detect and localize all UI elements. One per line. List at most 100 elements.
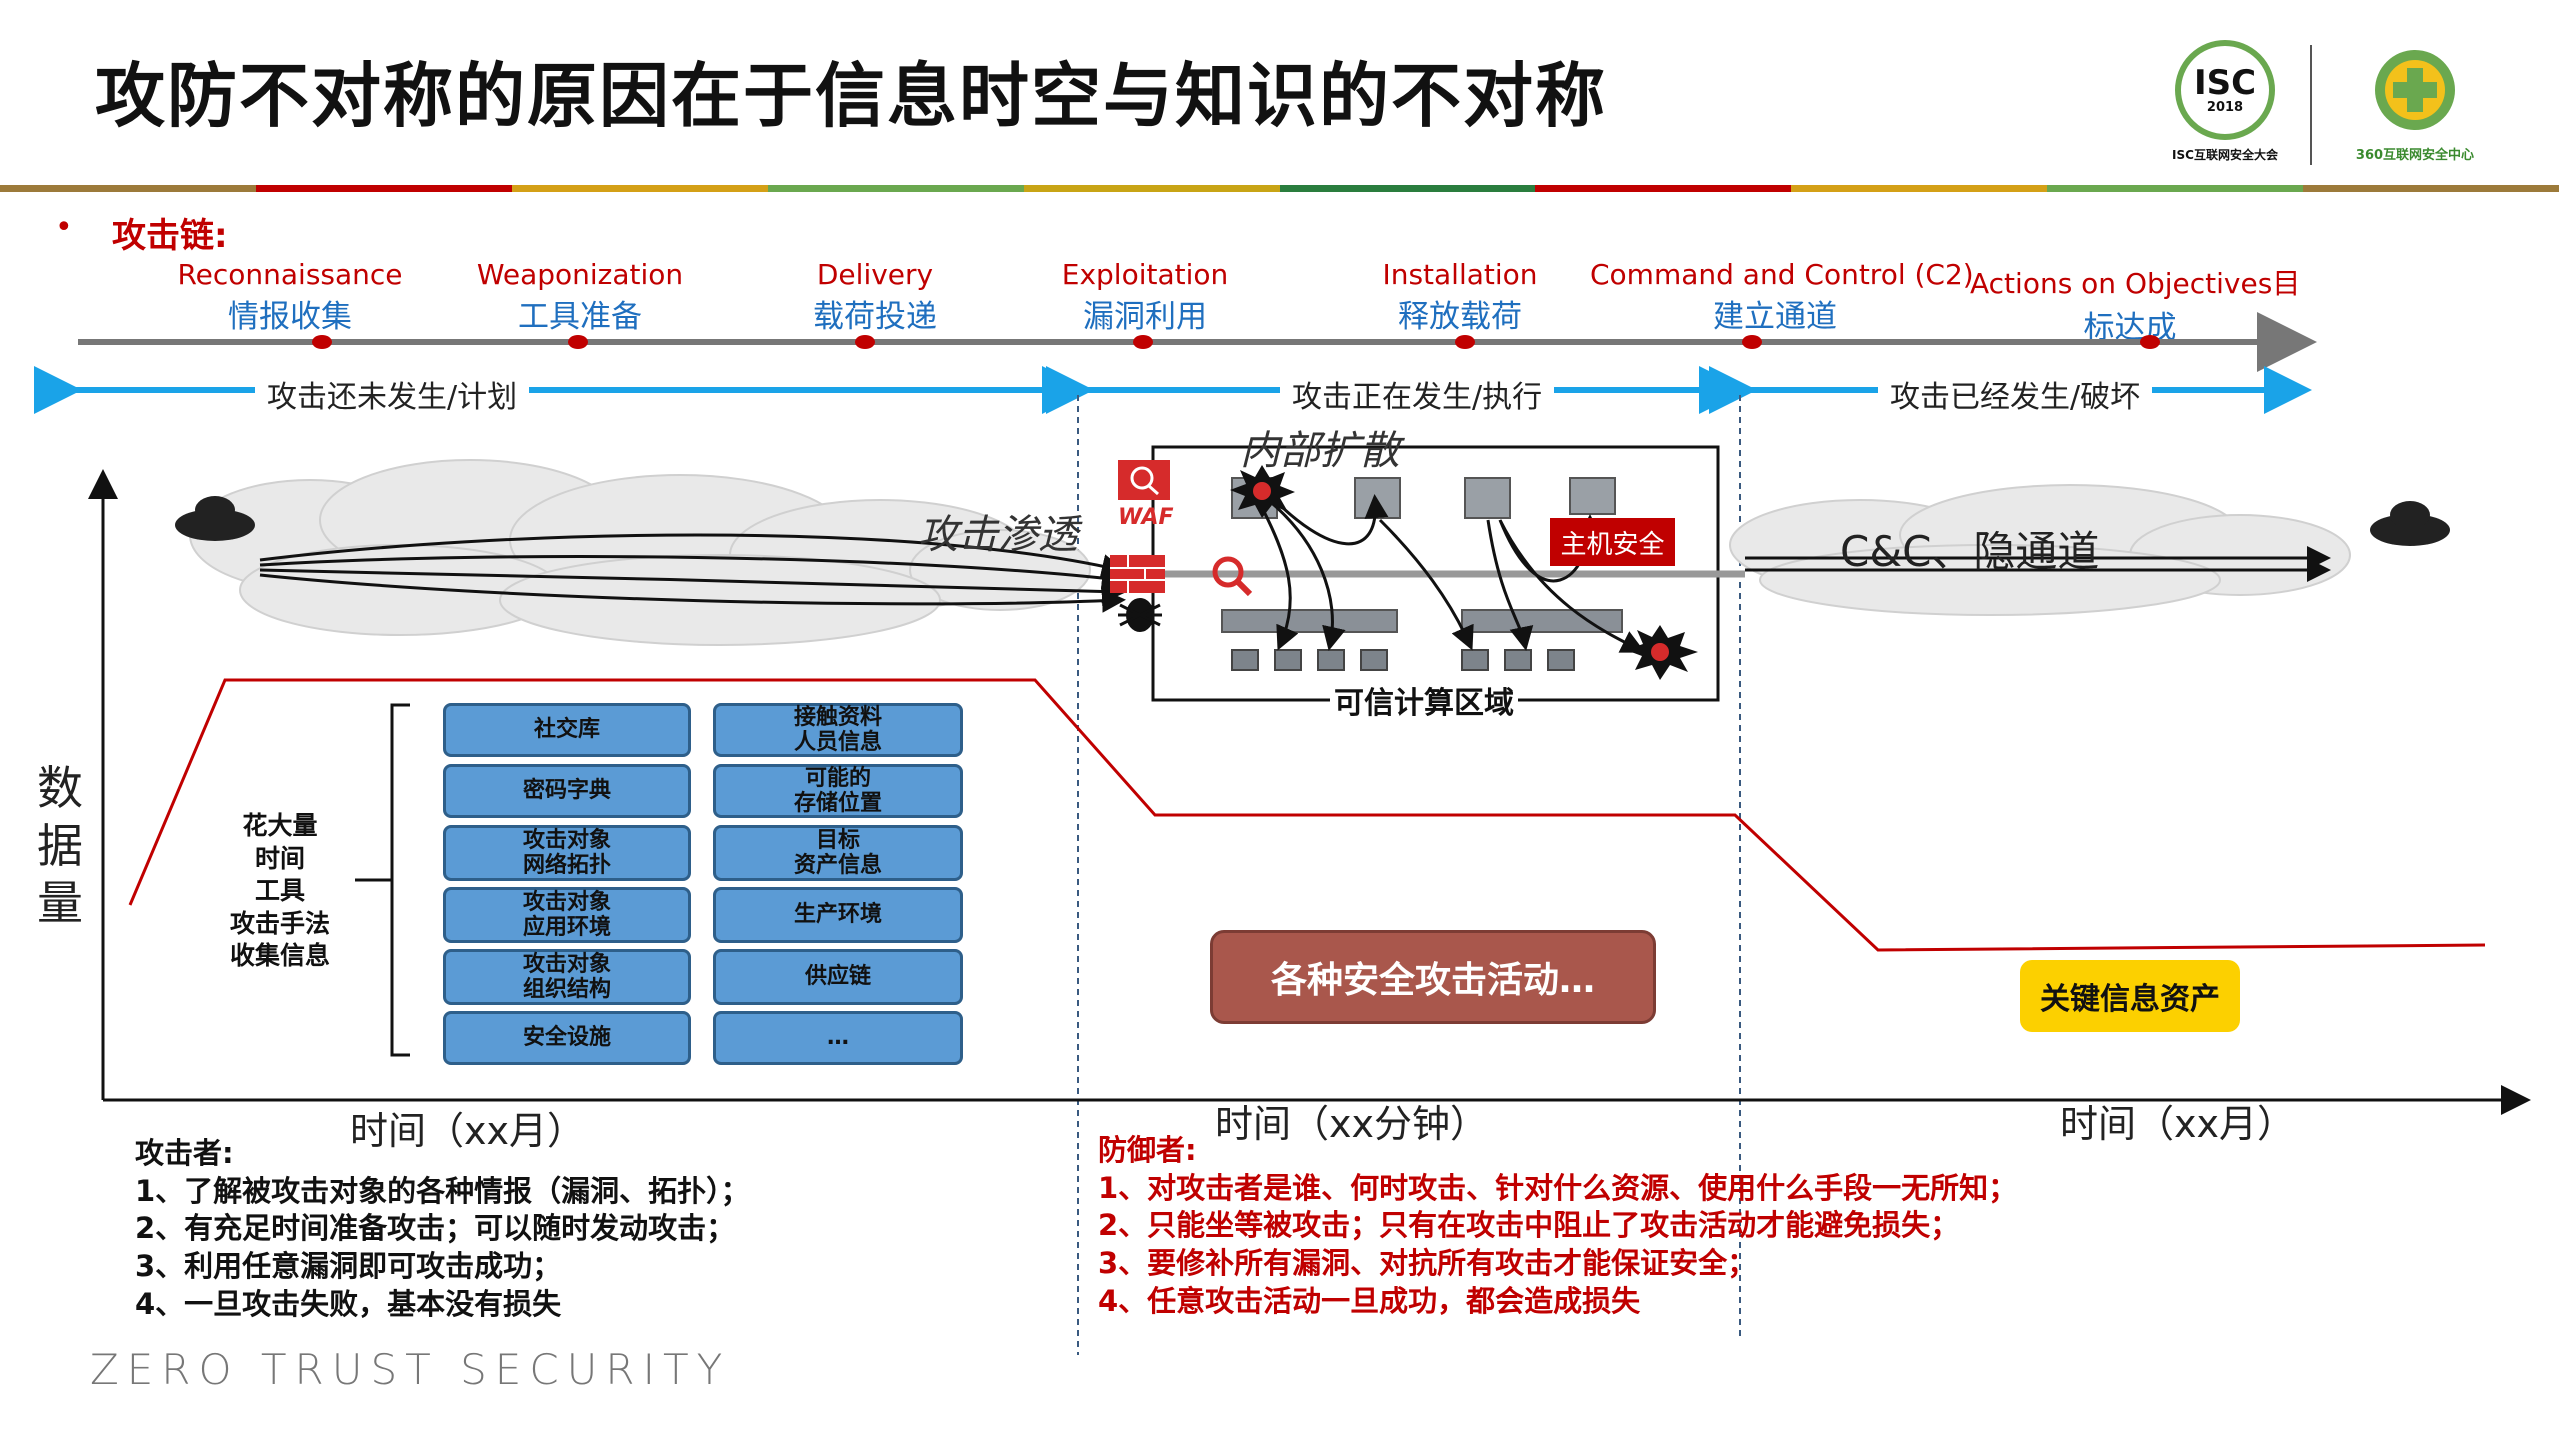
defender-point: 2、只能坐等被攻击；只有在攻击中阻止了攻击活动才能避免损失； bbox=[1098, 1208, 1960, 1243]
defender-block: 防御者: 1、对攻击者是谁、何时攻击、针对什么资源、使用什么手段一无所知； 2、… bbox=[1098, 1132, 2017, 1320]
stage-en: Delivery bbox=[816, 258, 934, 291]
stripe-segment bbox=[0, 185, 256, 192]
info-item: 可能的 存储位置 bbox=[713, 764, 963, 818]
stripe-segment bbox=[2047, 185, 2304, 192]
hacker-icon-right bbox=[2370, 501, 2450, 546]
stage-c2: Command and Control (C2) 建立通道 bbox=[1590, 258, 1974, 336]
header-stripe bbox=[0, 185, 2559, 192]
penetration-label: 攻击渗透 bbox=[918, 512, 1078, 558]
defender-point: 1、对攻击者是谁、何时攻击、针对什么资源、使用什么手段一无所知； bbox=[1098, 1170, 2018, 1205]
y-axis-label: 数 据 量 bbox=[30, 760, 90, 933]
defender-point: 4、任意攻击活动一旦成功，都会造成损失 bbox=[1098, 1283, 1641, 1318]
attacker-point: 2、有充足时间准备攻击；可以随时发动攻击； bbox=[135, 1211, 736, 1246]
timeline-dots bbox=[312, 335, 2160, 349]
waf-label: WAF bbox=[1118, 505, 1174, 530]
penetration-arrows bbox=[259, 533, 1126, 613]
firewall-icon bbox=[1110, 555, 1165, 593]
c2-cloud bbox=[1729, 484, 2351, 616]
effort-line: 攻击手法 bbox=[229, 908, 330, 938]
info-item: … bbox=[713, 1011, 963, 1065]
phase-label-executing: 攻击正在发生/执行 bbox=[1280, 372, 1555, 416]
info-item: 攻击对象 网络拓扑 bbox=[443, 825, 691, 881]
stage-reconnaissance: Reconnaissance 情报收集 bbox=[170, 258, 410, 336]
attacker-cloud bbox=[189, 459, 1091, 646]
logo-360-caption: 360互联网安全中心 bbox=[2355, 148, 2475, 163]
effort-text: 花大量 时间 工具 攻击手法 收集信息 bbox=[200, 810, 360, 973]
stripe-segment bbox=[511, 185, 768, 192]
info-item: 目标 资产信息 bbox=[713, 825, 963, 881]
info-item: 接触资料 人员信息 bbox=[713, 703, 963, 757]
footer-brand: ZERO TRUST SECURITY bbox=[90, 1345, 731, 1394]
phase-label-damaged: 攻击已经发生/破坏 bbox=[1878, 372, 2153, 416]
workstation-icons bbox=[1231, 649, 1575, 671]
stage-zh: 漏洞利用 bbox=[1083, 299, 1207, 335]
explosion-icon-1 bbox=[1230, 465, 1295, 518]
explosion-icon-2 bbox=[1626, 625, 1698, 680]
logo-360-icon bbox=[2375, 50, 2455, 130]
lateral-movement-label: 内部扩散 bbox=[1240, 428, 1400, 474]
stage-zh: 释放载荷 bbox=[1398, 299, 1522, 335]
isc-logo-text: ISC bbox=[2193, 62, 2257, 103]
c2-arrows bbox=[1745, 546, 2331, 582]
section-bullet: • bbox=[55, 210, 73, 245]
info-item: 安全设施 bbox=[443, 1011, 691, 1065]
y-axis-char: 数 bbox=[37, 761, 83, 815]
lateral-arrows bbox=[1256, 488, 1646, 653]
defender-point: 3、要修补所有漏洞、对抗所有攻击才能保证安全； bbox=[1098, 1246, 1757, 1281]
stage-zh: 工具准备 bbox=[518, 299, 642, 335]
attacker-block: 攻击者: 1、了解被攻击对象的各种情报（漏洞、拓扑）； 2、有充足时间准备攻击；… bbox=[135, 1135, 750, 1323]
stripe-segment bbox=[2303, 185, 2559, 192]
stage-installation: Installation 释放载荷 bbox=[1340, 258, 1580, 336]
host-security-label: 主机安全 bbox=[1550, 518, 1675, 566]
logo-360: 360互联网安全中心 bbox=[2335, 40, 2495, 170]
stripe-segment bbox=[767, 185, 1024, 192]
attacker-title: 攻击者: bbox=[135, 1136, 234, 1170]
y-axis-char: 量 bbox=[37, 876, 83, 930]
stage-en: Installation bbox=[1382, 258, 1538, 291]
waf-icon bbox=[1118, 460, 1170, 500]
key-asset-box: 关键信息资产 bbox=[2020, 960, 2240, 1032]
attack-activity-box: 各种安全攻击活动… bbox=[1210, 930, 1656, 1024]
stage-zh: 情报收集 bbox=[228, 299, 352, 335]
page-title: 攻防不对称的原因在于信息时空与知识的不对称 bbox=[95, 55, 1607, 137]
effort-line: 收集信息 bbox=[229, 941, 330, 970]
stripe-segment bbox=[1535, 185, 1792, 192]
logo-divider bbox=[2310, 45, 2312, 165]
stripe-segment bbox=[1279, 185, 1536, 192]
info-item: 供应链 bbox=[713, 949, 963, 1005]
isc-logo-year: 2018 bbox=[2206, 99, 2244, 115]
isc-logo: ISC 2018 ISC互联网安全大会 bbox=[2160, 40, 2290, 170]
stage-en: Exploitation bbox=[1061, 258, 1229, 291]
stage-en: Command and Control (C2) bbox=[1590, 258, 1974, 291]
c2-channel-label: C&C、隐通道 bbox=[1840, 527, 2100, 576]
stage-zh: 建立通道 bbox=[1713, 299, 1837, 335]
attacker-point: 1、了解被攻击对象的各种情报（漏洞、拓扑）； bbox=[135, 1173, 750, 1208]
stage-delivery: Delivery 载荷投递 bbox=[755, 258, 995, 336]
effort-line: 花大量 bbox=[242, 811, 318, 840]
defender-title: 防御者: bbox=[1098, 1133, 1197, 1167]
trusted-zone-label: 可信计算区域 bbox=[1330, 678, 1518, 722]
attacker-point: 3、利用任意漏洞即可攻击成功； bbox=[135, 1249, 562, 1284]
info-item: 密码字典 bbox=[443, 764, 691, 818]
time-label-months-right: 时间（xx月） bbox=[2060, 1102, 2295, 1146]
effort-line: 时间 bbox=[254, 843, 305, 873]
data-amount-curve bbox=[128, 678, 2486, 952]
scan-icon bbox=[1212, 556, 1253, 597]
y-axis-char: 据 bbox=[37, 818, 83, 873]
stripe-segment bbox=[1791, 185, 2048, 192]
stage-en: Actions on Objectives目 bbox=[1970, 267, 2301, 300]
stage-en: Reconnaissance bbox=[177, 258, 403, 291]
hacker-icon-left bbox=[175, 496, 255, 541]
info-item: 社交库 bbox=[443, 703, 691, 757]
isc-caption: ISC互联网安全大会 bbox=[2172, 148, 2278, 162]
phase-label-planning: 攻击还未发生/计划 bbox=[255, 372, 530, 416]
section-label: 攻击链: bbox=[112, 216, 228, 256]
info-item: 生产环境 bbox=[713, 887, 963, 943]
stripe-segment bbox=[1023, 185, 1280, 192]
stripe-segment bbox=[255, 185, 512, 192]
stage-weaponization: Weaponization 工具准备 bbox=[460, 258, 700, 336]
stage-exploitation: Exploitation 漏洞利用 bbox=[1025, 258, 1265, 336]
time-label-months-left: 时间（xx月） bbox=[350, 1109, 585, 1153]
time-label-minutes: 时间（xx分钟） bbox=[1215, 1102, 1488, 1146]
stage-en: Weaponization bbox=[476, 258, 684, 291]
